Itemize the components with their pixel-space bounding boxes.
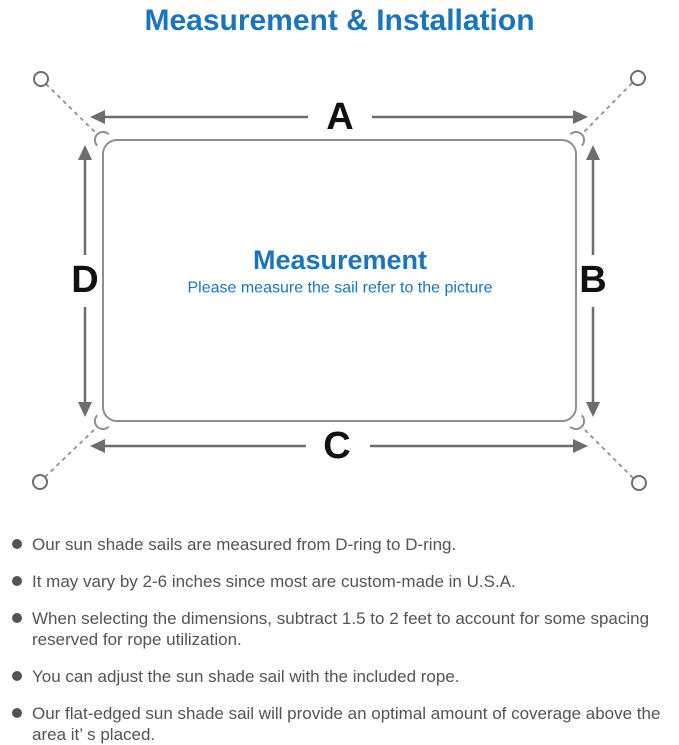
dimension-label-c: C (323, 425, 350, 467)
dimension-arrow-d (78, 145, 92, 417)
note-text: You can adjust the sun shade sail with t… (32, 667, 460, 686)
note-item: Our sun shade sails are measured from D-… (12, 534, 673, 555)
anchor-ring-top-left (33, 71, 49, 87)
bullet-icon (12, 576, 22, 586)
sail-rectangle-fill (103, 140, 576, 421)
page-title: Measurement & Installation (144, 4, 535, 37)
dimension-arrow-c (90, 439, 588, 453)
measurement-diagram: A B C D Measurement Please measure the s… (32, 70, 647, 491)
bullet-icon (12, 708, 22, 718)
tie-line-bottom-right (580, 425, 634, 479)
note-text: When selecting the dimensions, subtract … (32, 609, 650, 649)
notes-list: Our sun shade sails are measured from D-… (0, 508, 679, 745)
note-item: It may vary by 2-6 inches since most are… (12, 571, 673, 592)
dimension-label-a: A (326, 96, 353, 138)
note-item: You can adjust the sun shade sail with t… (12, 666, 673, 687)
d-ring-top-left (93, 130, 110, 147)
bullet-icon (12, 539, 22, 549)
bullet-icon (12, 671, 22, 681)
dimension-arrow-b (586, 145, 600, 417)
diagram-center-title: Measurement (253, 245, 427, 275)
dimension-arrow-a (90, 110, 588, 124)
bullet-icon (12, 613, 22, 623)
dimension-label-b: B (579, 259, 606, 301)
note-text: It may vary by 2-6 inches since most are… (32, 572, 516, 591)
tie-line-bottom-left (44, 425, 99, 478)
header: Measurement & Installation (0, 0, 679, 48)
anchor-ring-top-right (630, 70, 646, 86)
d-ring-bottom-right (569, 414, 586, 431)
d-ring-top-right (569, 130, 586, 147)
anchor-ring-bottom-left (32, 474, 48, 490)
diagram-center-subtitle: Please measure the sail refer to the pic… (187, 280, 492, 297)
d-ring-bottom-left (93, 414, 110, 431)
tie-line-top-left (45, 83, 99, 136)
sail-rectangle (102, 139, 577, 422)
note-item: When selecting the dimensions, subtract … (12, 608, 673, 650)
tie-line-top-right (580, 82, 633, 136)
dimension-label-d: D (71, 259, 98, 301)
note-text: Our sun shade sails are measured from D-… (32, 535, 457, 554)
anchor-ring-bottom-right (631, 475, 647, 491)
